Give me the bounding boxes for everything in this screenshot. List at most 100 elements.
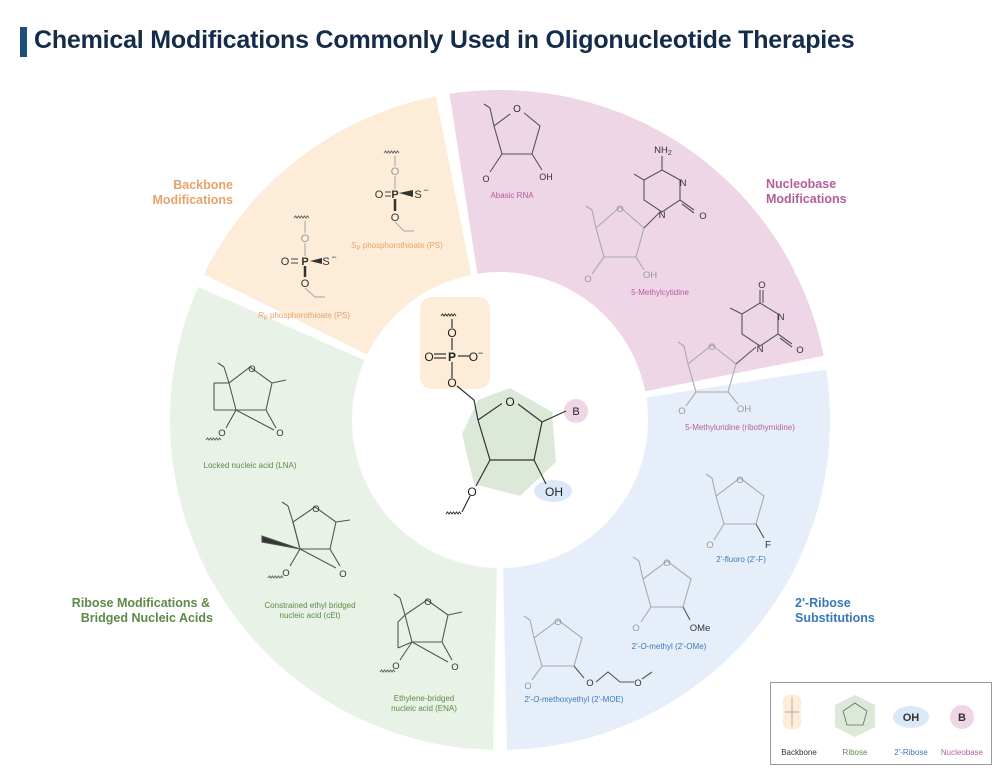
legend-nucleobase: B Nucleobase <box>941 705 984 757</box>
ribose-section-title: Ribose Modifications & Bridged Nucleic A… <box>72 596 213 625</box>
cet-label-line2: nucleic acid (cEt) <box>280 611 341 620</box>
atom-o: O <box>758 280 765 291</box>
svg-text:Ribose: Ribose <box>843 748 868 757</box>
svg-text:2'-Ribose: 2'-Ribose <box>894 748 928 757</box>
sp-ps-label: SP phosphorothioate (PS) <box>351 241 443 252</box>
atom-ome: OMe <box>690 623 711 634</box>
ribose2-segment <box>503 369 830 750</box>
page-title: Chemical Modifications Commonly Used in … <box>34 26 855 54</box>
atom-o: O <box>736 475 743 486</box>
legend: Backbone Ribose OH 2'-Ribose B Nucleobas… <box>770 682 992 765</box>
modification-ring <box>170 90 830 750</box>
charge-minus: − <box>331 252 336 262</box>
atom-o: O <box>447 376 456 390</box>
fluoro-structure <box>705 473 765 541</box>
atom-n: N <box>680 178 687 189</box>
atom-o: O <box>505 395 514 409</box>
atom-o: O <box>584 274 591 285</box>
abasic-rna-structure <box>483 103 543 173</box>
atom-oh: OH <box>737 404 751 415</box>
atom-o: O <box>424 350 433 364</box>
atom-o: O <box>451 662 458 673</box>
atom-o: O <box>699 211 706 222</box>
atom-o-minus: O− <box>469 348 484 364</box>
svg-text:Substitutions: Substitutions <box>795 611 875 625</box>
atom-o: O <box>513 104 521 115</box>
o-methyl-label: 2'-O-methyl (2'-OMe) <box>632 642 707 651</box>
lna-label: Locked nucleic acid (LNA) <box>204 461 297 470</box>
ribose2-highlight <box>534 480 572 502</box>
svg-text:B: B <box>958 712 966 724</box>
methylcytidine-label: 5-Methylcytidine <box>631 288 689 297</box>
atom-o: O <box>424 597 431 608</box>
svg-text:2'-Ribose: 2'-Ribose <box>795 596 851 610</box>
atom-o: O <box>678 406 685 417</box>
backbone-highlight <box>420 297 490 389</box>
atom-p: P <box>391 189 398 201</box>
lna-structure <box>205 362 287 441</box>
atom-o: O <box>706 540 713 551</box>
legend-ribose: Ribose <box>835 695 875 757</box>
atom-o: O <box>301 278 310 290</box>
atom-o: O <box>391 166 400 178</box>
svg-text:Ribose Modifications &: Ribose Modifications & <box>72 596 210 610</box>
nucleobase-section-title: Nucleobase Modifications <box>766 177 847 206</box>
atom-f: F <box>765 540 771 551</box>
atom-o: O <box>248 364 255 375</box>
atom-nh2: NH2 <box>654 145 672 157</box>
moe-label: 2'-O-methoxyethyl (2'-MOE) <box>524 695 623 704</box>
ena-label-line1: Ethylene-bridged <box>394 694 454 703</box>
ring-o-mask <box>510 102 524 114</box>
ena-structure <box>379 593 463 673</box>
nucleobase-highlight <box>564 399 588 423</box>
svg-text:Backbone: Backbone <box>173 178 233 192</box>
rp-phosphorothioate-structure <box>291 215 325 298</box>
atom-o: O <box>312 504 319 515</box>
title-accent-bar <box>20 27 27 57</box>
atom-o: O <box>482 174 489 184</box>
atom-o: O <box>391 212 400 224</box>
abasic-rna-label: Abasic RNA <box>490 191 534 200</box>
atom-n: N <box>757 344 764 355</box>
backbone-section-title: Backbone Modifications <box>152 178 233 207</box>
cet-structure <box>261 501 351 579</box>
atom-o: O <box>339 569 346 580</box>
atom-o: O <box>447 326 456 340</box>
atom-o: O <box>634 678 641 689</box>
atom-oh: OH <box>539 172 553 182</box>
fluoro-label: 2'-fluoro (2'-F) <box>716 555 766 564</box>
svg-text:Nucleobase: Nucleobase <box>941 748 984 757</box>
atom-s: S <box>414 189 421 201</box>
svg-text:Modifications: Modifications <box>766 192 847 206</box>
atom-o: O <box>282 568 289 579</box>
svg-text:Backbone: Backbone <box>781 748 817 757</box>
o-methyl-structure <box>632 556 692 623</box>
atom-o: O <box>586 678 593 689</box>
atom-s: S <box>322 256 329 268</box>
central-ring-o-mask <box>502 392 518 406</box>
atom-o: O <box>632 623 639 634</box>
nucleobase-segment <box>449 90 824 392</box>
sp-phosphorothioate-structure <box>383 150 414 232</box>
rp-ps-label: RP phosphorothioate (PS) <box>258 311 350 322</box>
atom-o: O <box>301 233 310 245</box>
atom-p: P <box>448 350 456 364</box>
cet-label-line1: Constrained ethyl bridged <box>264 601 355 610</box>
legend-backbone: Backbone <box>781 695 817 757</box>
svg-text:OH: OH <box>903 712 920 724</box>
atom-o: O <box>616 204 623 215</box>
methylcytidine-structure <box>585 156 695 275</box>
atom-oh: OH <box>545 485 563 499</box>
svg-text:Bridged Nucleic Acids: Bridged Nucleic Acids <box>81 611 213 625</box>
legend-ribose2: OH 2'-Ribose <box>893 706 929 757</box>
atom-o: O <box>524 681 531 692</box>
atom-o: O <box>276 428 283 439</box>
methyluridine-label: 5-Methyluridine (ribothymidine) <box>685 423 795 432</box>
charge-minus: − <box>423 185 428 195</box>
atom-o: O <box>467 485 476 499</box>
atom-p: P <box>301 256 308 268</box>
ribose2-section-title: 2'-Ribose Substitutions <box>795 596 875 625</box>
moe-structure <box>523 615 653 683</box>
methyluridine-structure <box>677 290 793 407</box>
